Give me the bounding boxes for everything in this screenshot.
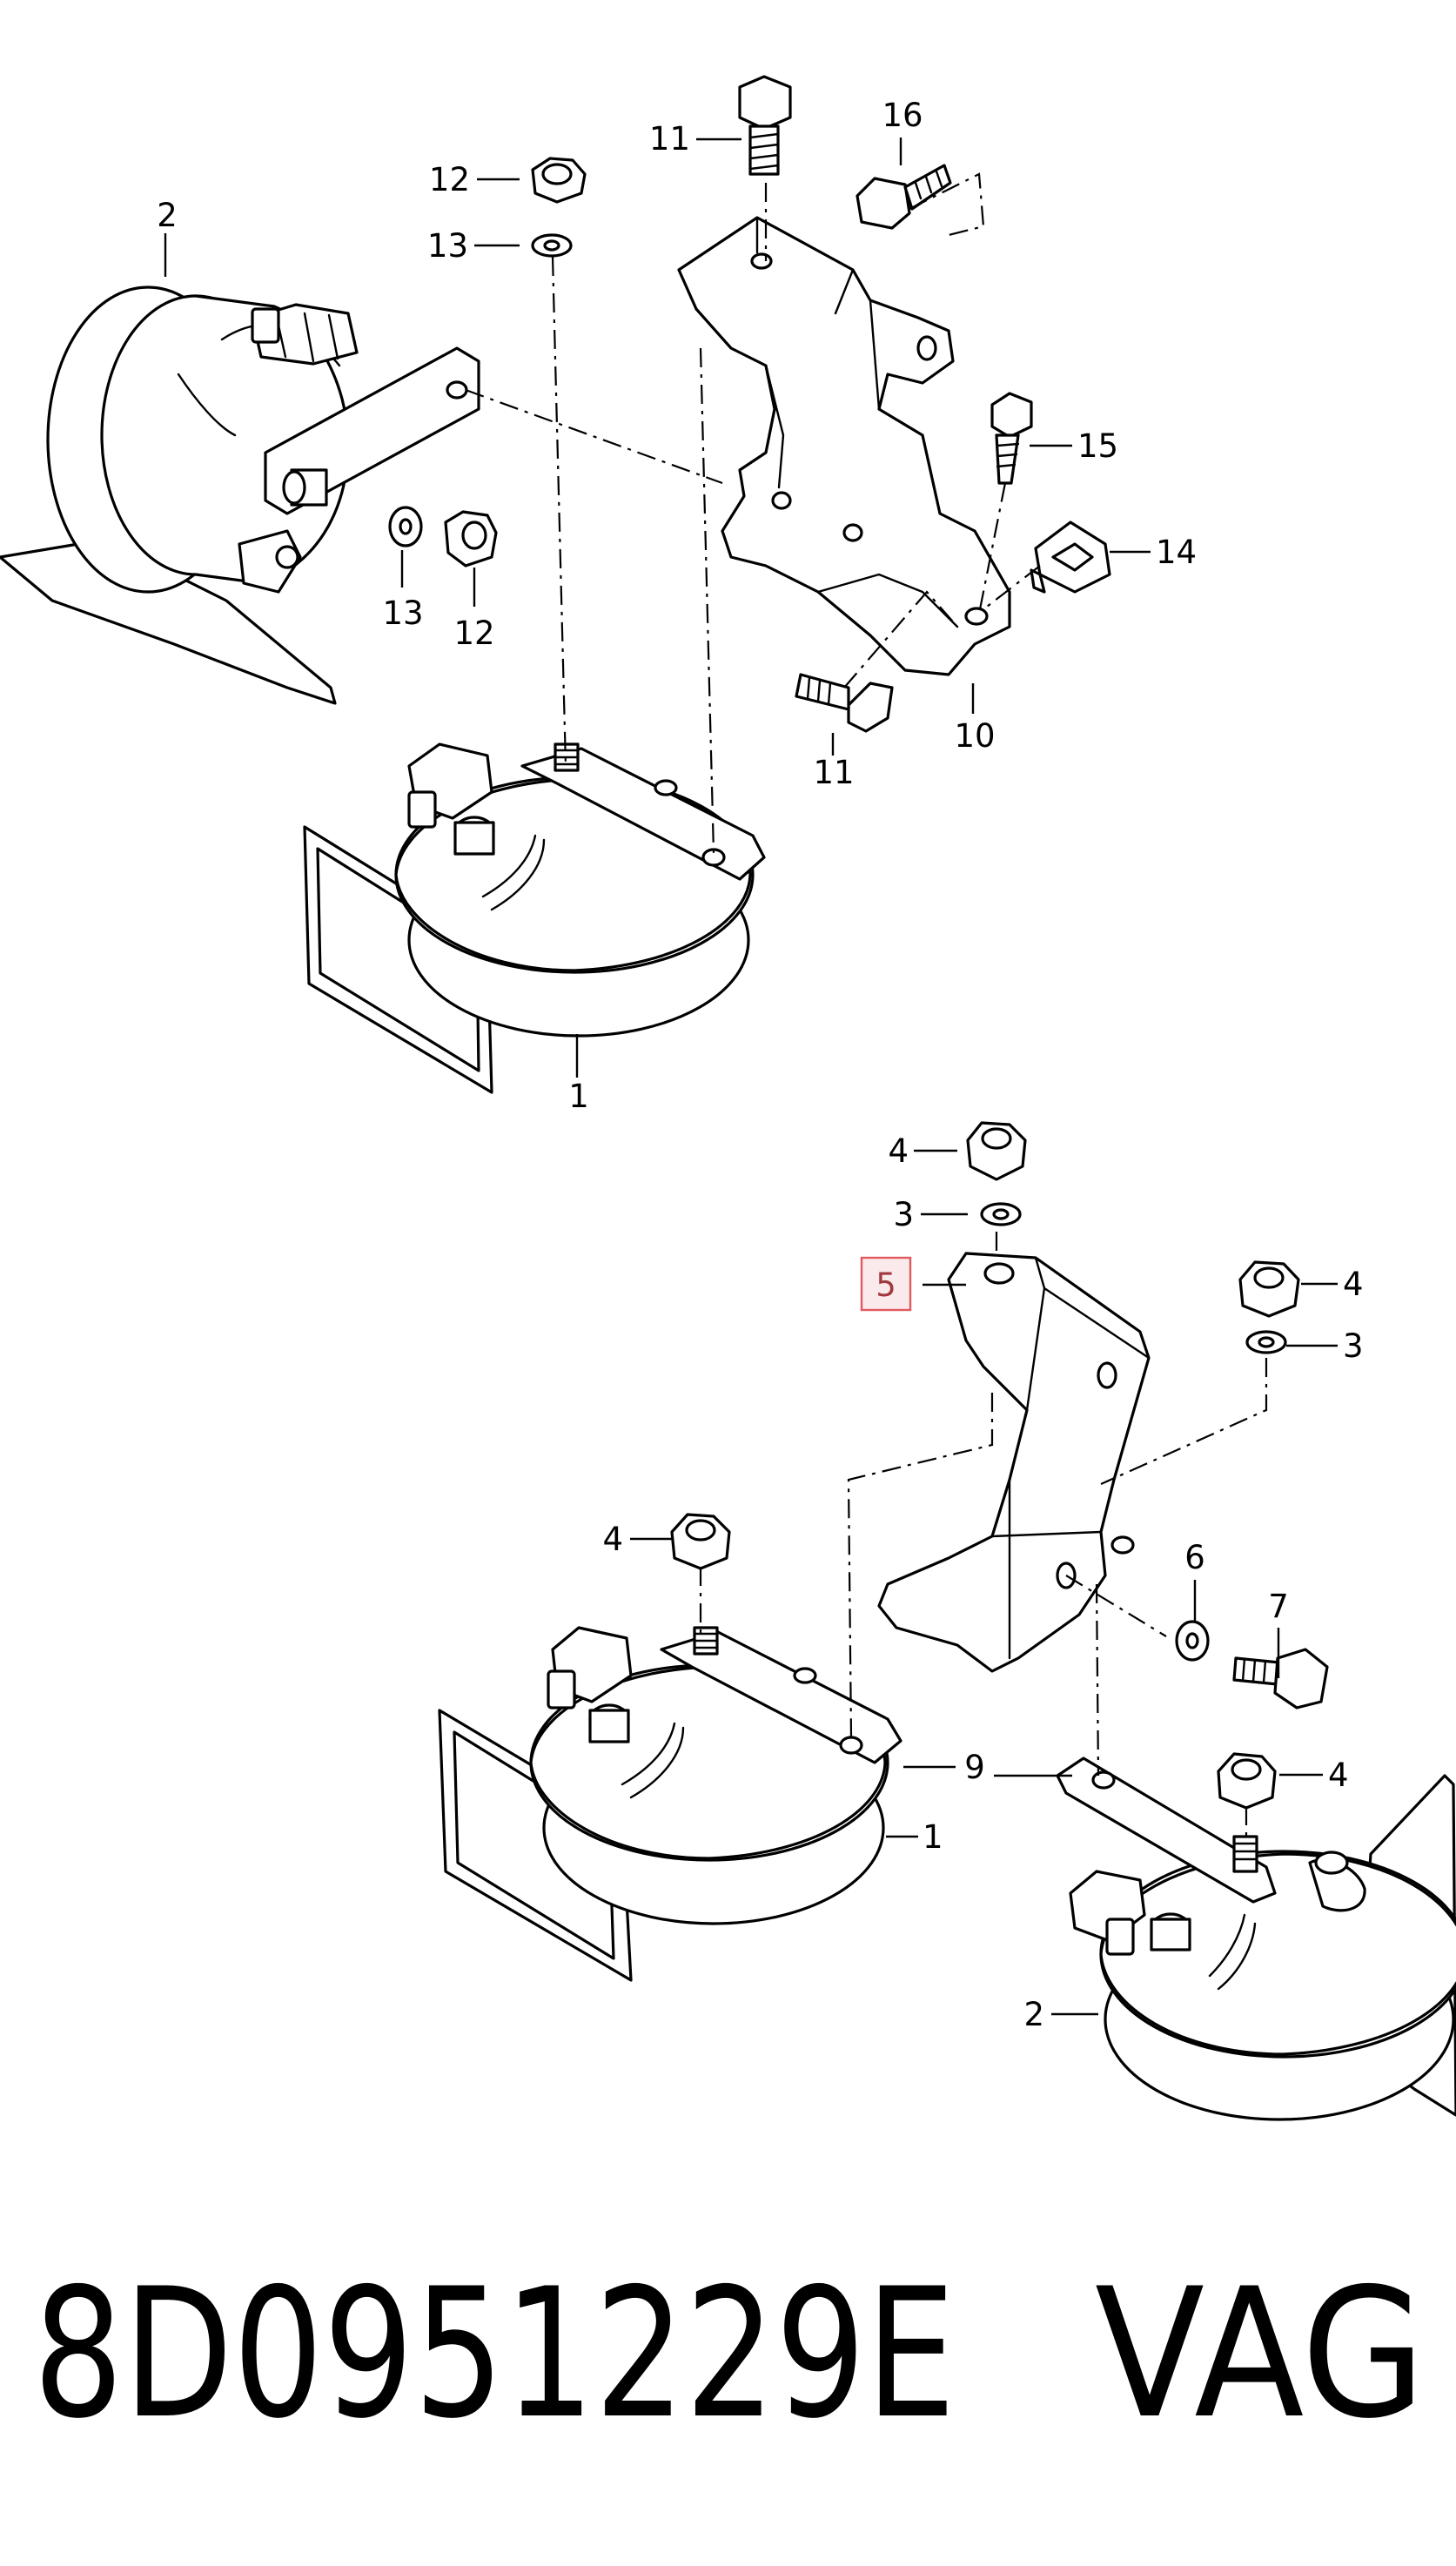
callout-4-top-nut: 4 bbox=[888, 1132, 909, 1170]
callout-3-right-washer: 3 bbox=[1343, 1327, 1364, 1365]
horn-1-bottom bbox=[438, 1626, 902, 1982]
bracket-5 bbox=[877, 1252, 1151, 1673]
callout-16-bolt: 16 bbox=[882, 97, 923, 134]
fasteners-top bbox=[388, 75, 1111, 733]
callout-2-bottom-horn: 2 bbox=[1023, 1996, 1044, 2033]
callout-7-bolt: 7 bbox=[1268, 1588, 1289, 1625]
horn-2-top-left bbox=[0, 285, 480, 705]
callout-14-clip: 14 bbox=[1156, 534, 1197, 571]
callout-15-bolt: 15 bbox=[1077, 427, 1118, 465]
highlight-box-part-5 bbox=[860, 1256, 912, 1312]
callout-4-horn2-nut: 4 bbox=[1328, 1757, 1349, 1794]
callout-10-bracket: 10 bbox=[954, 717, 995, 755]
part-number: 8D0951229E bbox=[33, 2251, 956, 2458]
assembly-lines-top bbox=[465, 172, 1041, 854]
callout-4-left-nut: 4 bbox=[602, 1521, 623, 1558]
fasteners-bottom bbox=[670, 1121, 1329, 1810]
brand-name: VAG bbox=[1095, 2251, 1426, 2458]
callout-2-top-horn: 2 bbox=[157, 197, 178, 234]
callout-12-lower-nut: 12 bbox=[453, 615, 494, 652]
callout-9-bracket: 9 bbox=[964, 1749, 985, 1786]
assembly-lines-bottom bbox=[699, 1232, 1268, 1841]
horn-2-bottom bbox=[1056, 1757, 1456, 2121]
callout-1-bottom-horn: 1 bbox=[923, 1818, 943, 1856]
callout-1-top-horn: 1 bbox=[568, 1078, 589, 1115]
callout-labels: 2 12 13 13 12 11 16 15 14 10 11 1 4 3 5 … bbox=[157, 97, 1363, 2033]
bracket-10 bbox=[677, 216, 1011, 676]
bottom-assembly bbox=[438, 1121, 1456, 2121]
callout-5-bracket: 5 bbox=[876, 1266, 896, 1304]
callout-12-top-nut: 12 bbox=[429, 161, 470, 198]
horn-1-top-bottom bbox=[303, 742, 766, 1094]
callout-11-upper-bolt: 11 bbox=[649, 120, 690, 158]
top-assembly bbox=[0, 75, 1111, 1094]
callout-leaders bbox=[164, 138, 1338, 2016]
callout-4-right-nut: 4 bbox=[1343, 1266, 1364, 1303]
callout-11-lower-bolt: 11 bbox=[813, 754, 854, 791]
callout-3-top-washer: 3 bbox=[893, 1196, 914, 1233]
callout-6-washer: 6 bbox=[1184, 1539, 1205, 1576]
callout-13-top-washer: 13 bbox=[427, 227, 468, 265]
callout-13-lower-washer: 13 bbox=[382, 594, 423, 632]
